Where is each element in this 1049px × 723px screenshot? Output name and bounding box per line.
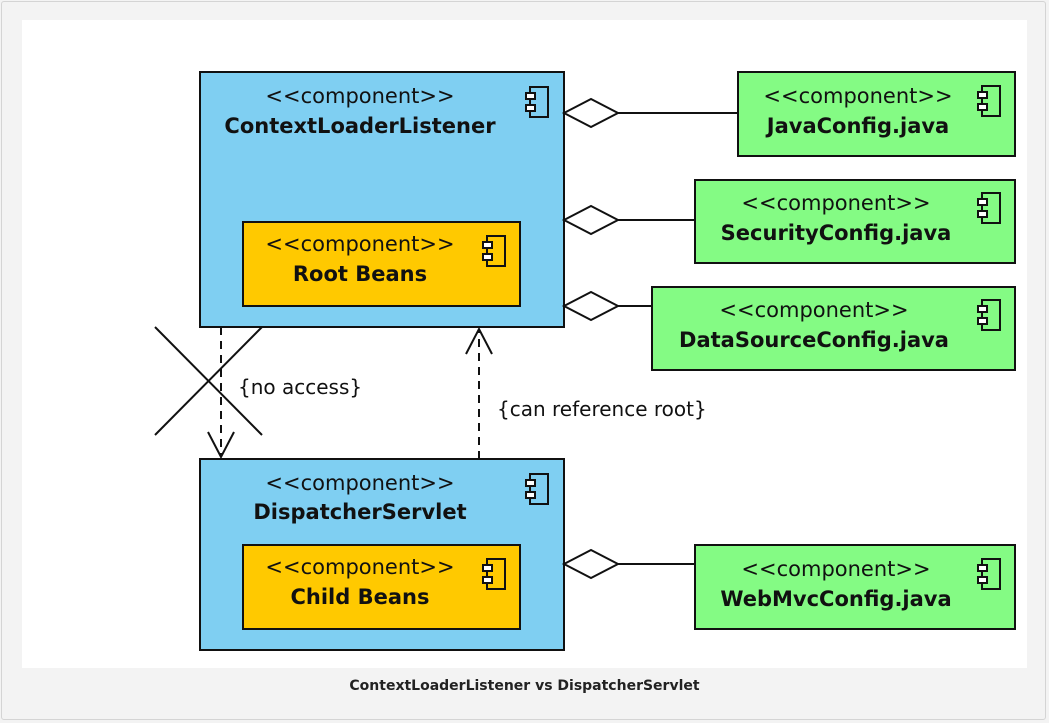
component-name: DataSourceConfig.java bbox=[679, 328, 949, 352]
component-name: Child Beans bbox=[291, 585, 430, 609]
no-access-label: {no access} bbox=[238, 375, 362, 399]
stereotype-label: <<component>> bbox=[265, 84, 454, 108]
component-box bbox=[694, 179, 1016, 264]
aggregation-security-config bbox=[561, 204, 695, 236]
java-config-component: <<component>> JavaConfig.java bbox=[737, 71, 1016, 157]
component-name: SecurityConfig.java bbox=[721, 221, 952, 245]
aggregation-datasource-config bbox=[561, 290, 652, 322]
aggregation-java-config bbox=[561, 97, 738, 129]
stereotype-label: <<component>> bbox=[763, 84, 952, 108]
datasource-config-component: <<component>> DataSourceConfig.java bbox=[651, 286, 1016, 371]
can-reference-root-dependency: {can reference root} bbox=[465, 326, 707, 459]
stereotype-label: <<component>> bbox=[741, 191, 930, 215]
cross-mark-line bbox=[154, 326, 263, 436]
stereotype-label: <<component>> bbox=[265, 471, 454, 495]
root-beans-component: <<component>> Root Beans bbox=[242, 221, 521, 307]
component-box bbox=[242, 221, 521, 307]
component-name: Root Beans bbox=[293, 262, 427, 286]
stereotype-label: <<component>> bbox=[719, 298, 908, 322]
component-name: ContextLoaderListener bbox=[224, 114, 496, 138]
component-box bbox=[242, 544, 521, 630]
component-box bbox=[651, 286, 1016, 371]
stereotype-label: <<component>> bbox=[741, 557, 930, 581]
component-box bbox=[694, 544, 1016, 630]
stereotype-label: <<component>> bbox=[265, 232, 454, 256]
security-config-component: <<component>> SecurityConfig.java bbox=[694, 179, 1016, 264]
aggregation-webmvc-config bbox=[561, 548, 695, 580]
component-box bbox=[737, 71, 1016, 157]
webmvc-config-component: <<component>> WebMvcConfig.java bbox=[694, 544, 1016, 630]
child-beans-component: <<component>> Child Beans bbox=[242, 544, 521, 630]
component-name: WebMvcConfig.java bbox=[720, 587, 951, 611]
no-access-dependency: {no access} bbox=[154, 326, 362, 460]
figure-caption: ContextLoaderListener vs DispatcherServl… bbox=[349, 678, 700, 694]
component-name: JavaConfig.java bbox=[765, 114, 949, 138]
component-name: DispatcherServlet bbox=[253, 500, 466, 524]
stereotype-label: <<component>> bbox=[265, 555, 454, 579]
can-reference-root-label: {can reference root} bbox=[497, 397, 707, 421]
